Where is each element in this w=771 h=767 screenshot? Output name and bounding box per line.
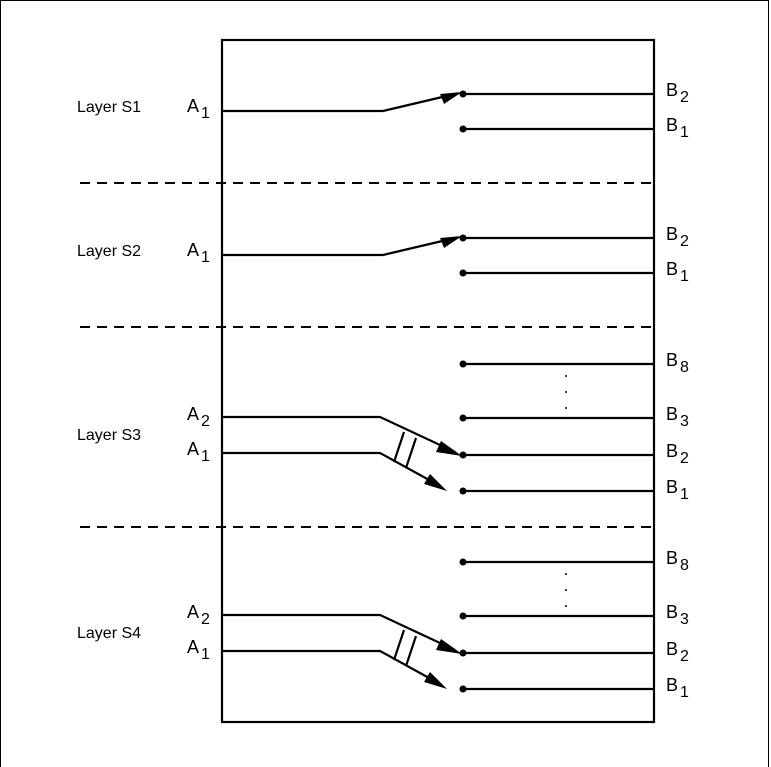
arrowhead [436,639,462,654]
input-wire-a2 [222,415,456,453]
arrowhead [440,92,462,104]
layer-label: Layer S1 [77,99,141,116]
arrowhead [436,441,462,456]
switch-box [220,38,656,724]
vertical-ellipsis [565,375,567,409]
arrowhead [424,474,447,491]
gang-link [392,629,406,661]
gang-link [392,431,406,463]
input-wire-a1 [222,236,456,257]
input-wire-a1 [222,451,441,487]
input-wire-a1 [222,649,441,685]
layer-label: Layer S3 [77,427,141,444]
arrowhead [440,236,462,248]
gang-link [404,437,418,469]
vertical-ellipsis [565,573,567,607]
input-wire-a1 [222,92,456,113]
layer-label: Layer S4 [77,625,141,642]
layer-label: Layer S2 [77,243,141,260]
arrowhead [424,672,447,689]
gang-link [404,635,418,667]
input-wire-a2 [222,613,456,651]
